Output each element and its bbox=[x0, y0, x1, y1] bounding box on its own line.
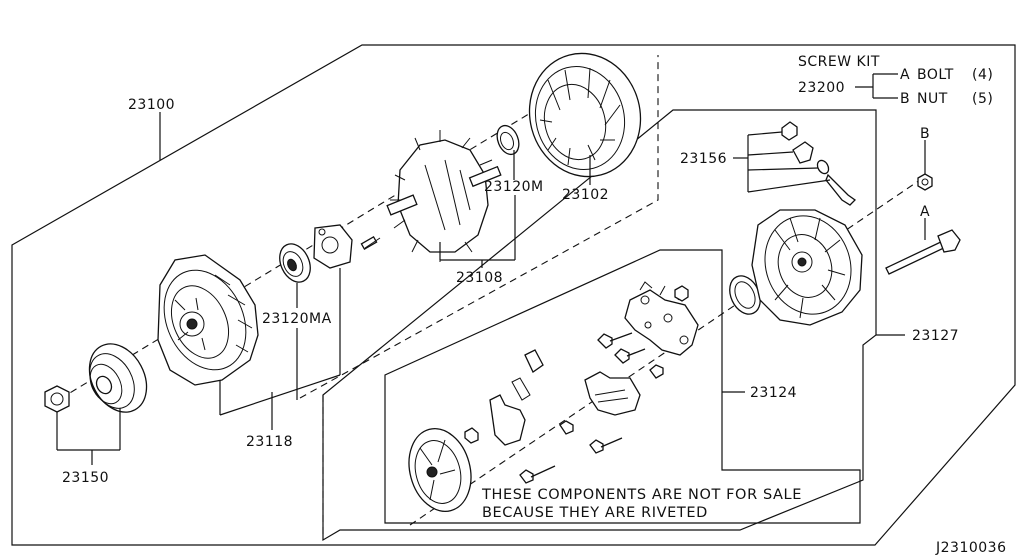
rectifier-screws bbox=[597, 332, 664, 379]
callout-ref-b: B bbox=[920, 126, 930, 142]
nut-b-part bbox=[917, 140, 933, 191]
callout-23118: 23118 bbox=[246, 434, 293, 450]
regulator-part bbox=[584, 371, 641, 416]
brush-group-frame-outline bbox=[384, 249, 861, 524]
shaft-axis-line bbox=[49, 94, 561, 406]
screw-kit-bracket bbox=[855, 73, 898, 99]
screw-kit-bolt-name: BOLT bbox=[917, 67, 954, 83]
callout-23120ma: 23120MA bbox=[262, 311, 332, 327]
rectifier-nut-part bbox=[674, 285, 689, 302]
brush-holder-screw-part bbox=[464, 427, 479, 444]
callout-leader-lines bbox=[56, 112, 905, 465]
callout-23150: 23150 bbox=[62, 470, 109, 486]
callout-23108: 23108 bbox=[456, 270, 503, 286]
rotor-part bbox=[386, 130, 502, 262]
rear-housing-part bbox=[751, 209, 863, 326]
pulley-part bbox=[88, 343, 148, 413]
pulley-nut-part bbox=[44, 385, 70, 413]
screw-kit-nut-qty: (5) bbox=[972, 91, 993, 107]
screw-kit-bolt-letter: A bbox=[900, 67, 910, 83]
through-bolt-a-part bbox=[885, 218, 961, 275]
screw-kit-bolt-qty: (4) bbox=[972, 67, 993, 83]
callout-23156: 23156 bbox=[680, 151, 727, 167]
callout-ref-a: A bbox=[920, 204, 930, 220]
retainer-screw-part bbox=[360, 236, 381, 250]
brush-holder-part bbox=[489, 349, 544, 446]
not-for-sale-note-line1: THESE COMPONENTS ARE NOT FOR SALE bbox=[481, 487, 802, 503]
front-bearing-part bbox=[279, 243, 311, 283]
regulator-screw-part bbox=[559, 420, 574, 435]
not-for-sale-note-line2: BECAUSE THEY ARE RIVETED bbox=[482, 505, 708, 521]
rear-housing-frame-outline bbox=[322, 109, 877, 542]
callout-23100: 23100 bbox=[128, 97, 175, 113]
callout-23120m: 23120M bbox=[484, 179, 544, 195]
terminal-callout-bracket bbox=[733, 131, 831, 193]
callout-23124: 23124 bbox=[750, 385, 797, 401]
terminal-parts bbox=[781, 121, 857, 206]
mounting-bolts bbox=[519, 437, 623, 484]
screw-kit-part-number: 23200 bbox=[798, 80, 845, 96]
screw-kit-nut-letter: B bbox=[900, 91, 910, 107]
front-group-dashed-box bbox=[299, 55, 659, 399]
screw-kit-nut-name: NUT bbox=[917, 91, 948, 107]
callout-23102: 23102 bbox=[562, 187, 609, 203]
rear-cover-part bbox=[408, 428, 472, 512]
assembly-frame-outline bbox=[11, 44, 1016, 546]
diagram-id: J2310036 bbox=[935, 540, 1006, 556]
rear-bearing-part bbox=[496, 124, 520, 156]
rectifier-part bbox=[624, 281, 699, 356]
screw-kit-title: SCREW KIT bbox=[798, 54, 880, 70]
bearing-retainer-part bbox=[313, 224, 353, 269]
front-housing-part bbox=[157, 254, 259, 386]
callout-23127: 23127 bbox=[912, 328, 959, 344]
stator-part bbox=[528, 52, 642, 178]
